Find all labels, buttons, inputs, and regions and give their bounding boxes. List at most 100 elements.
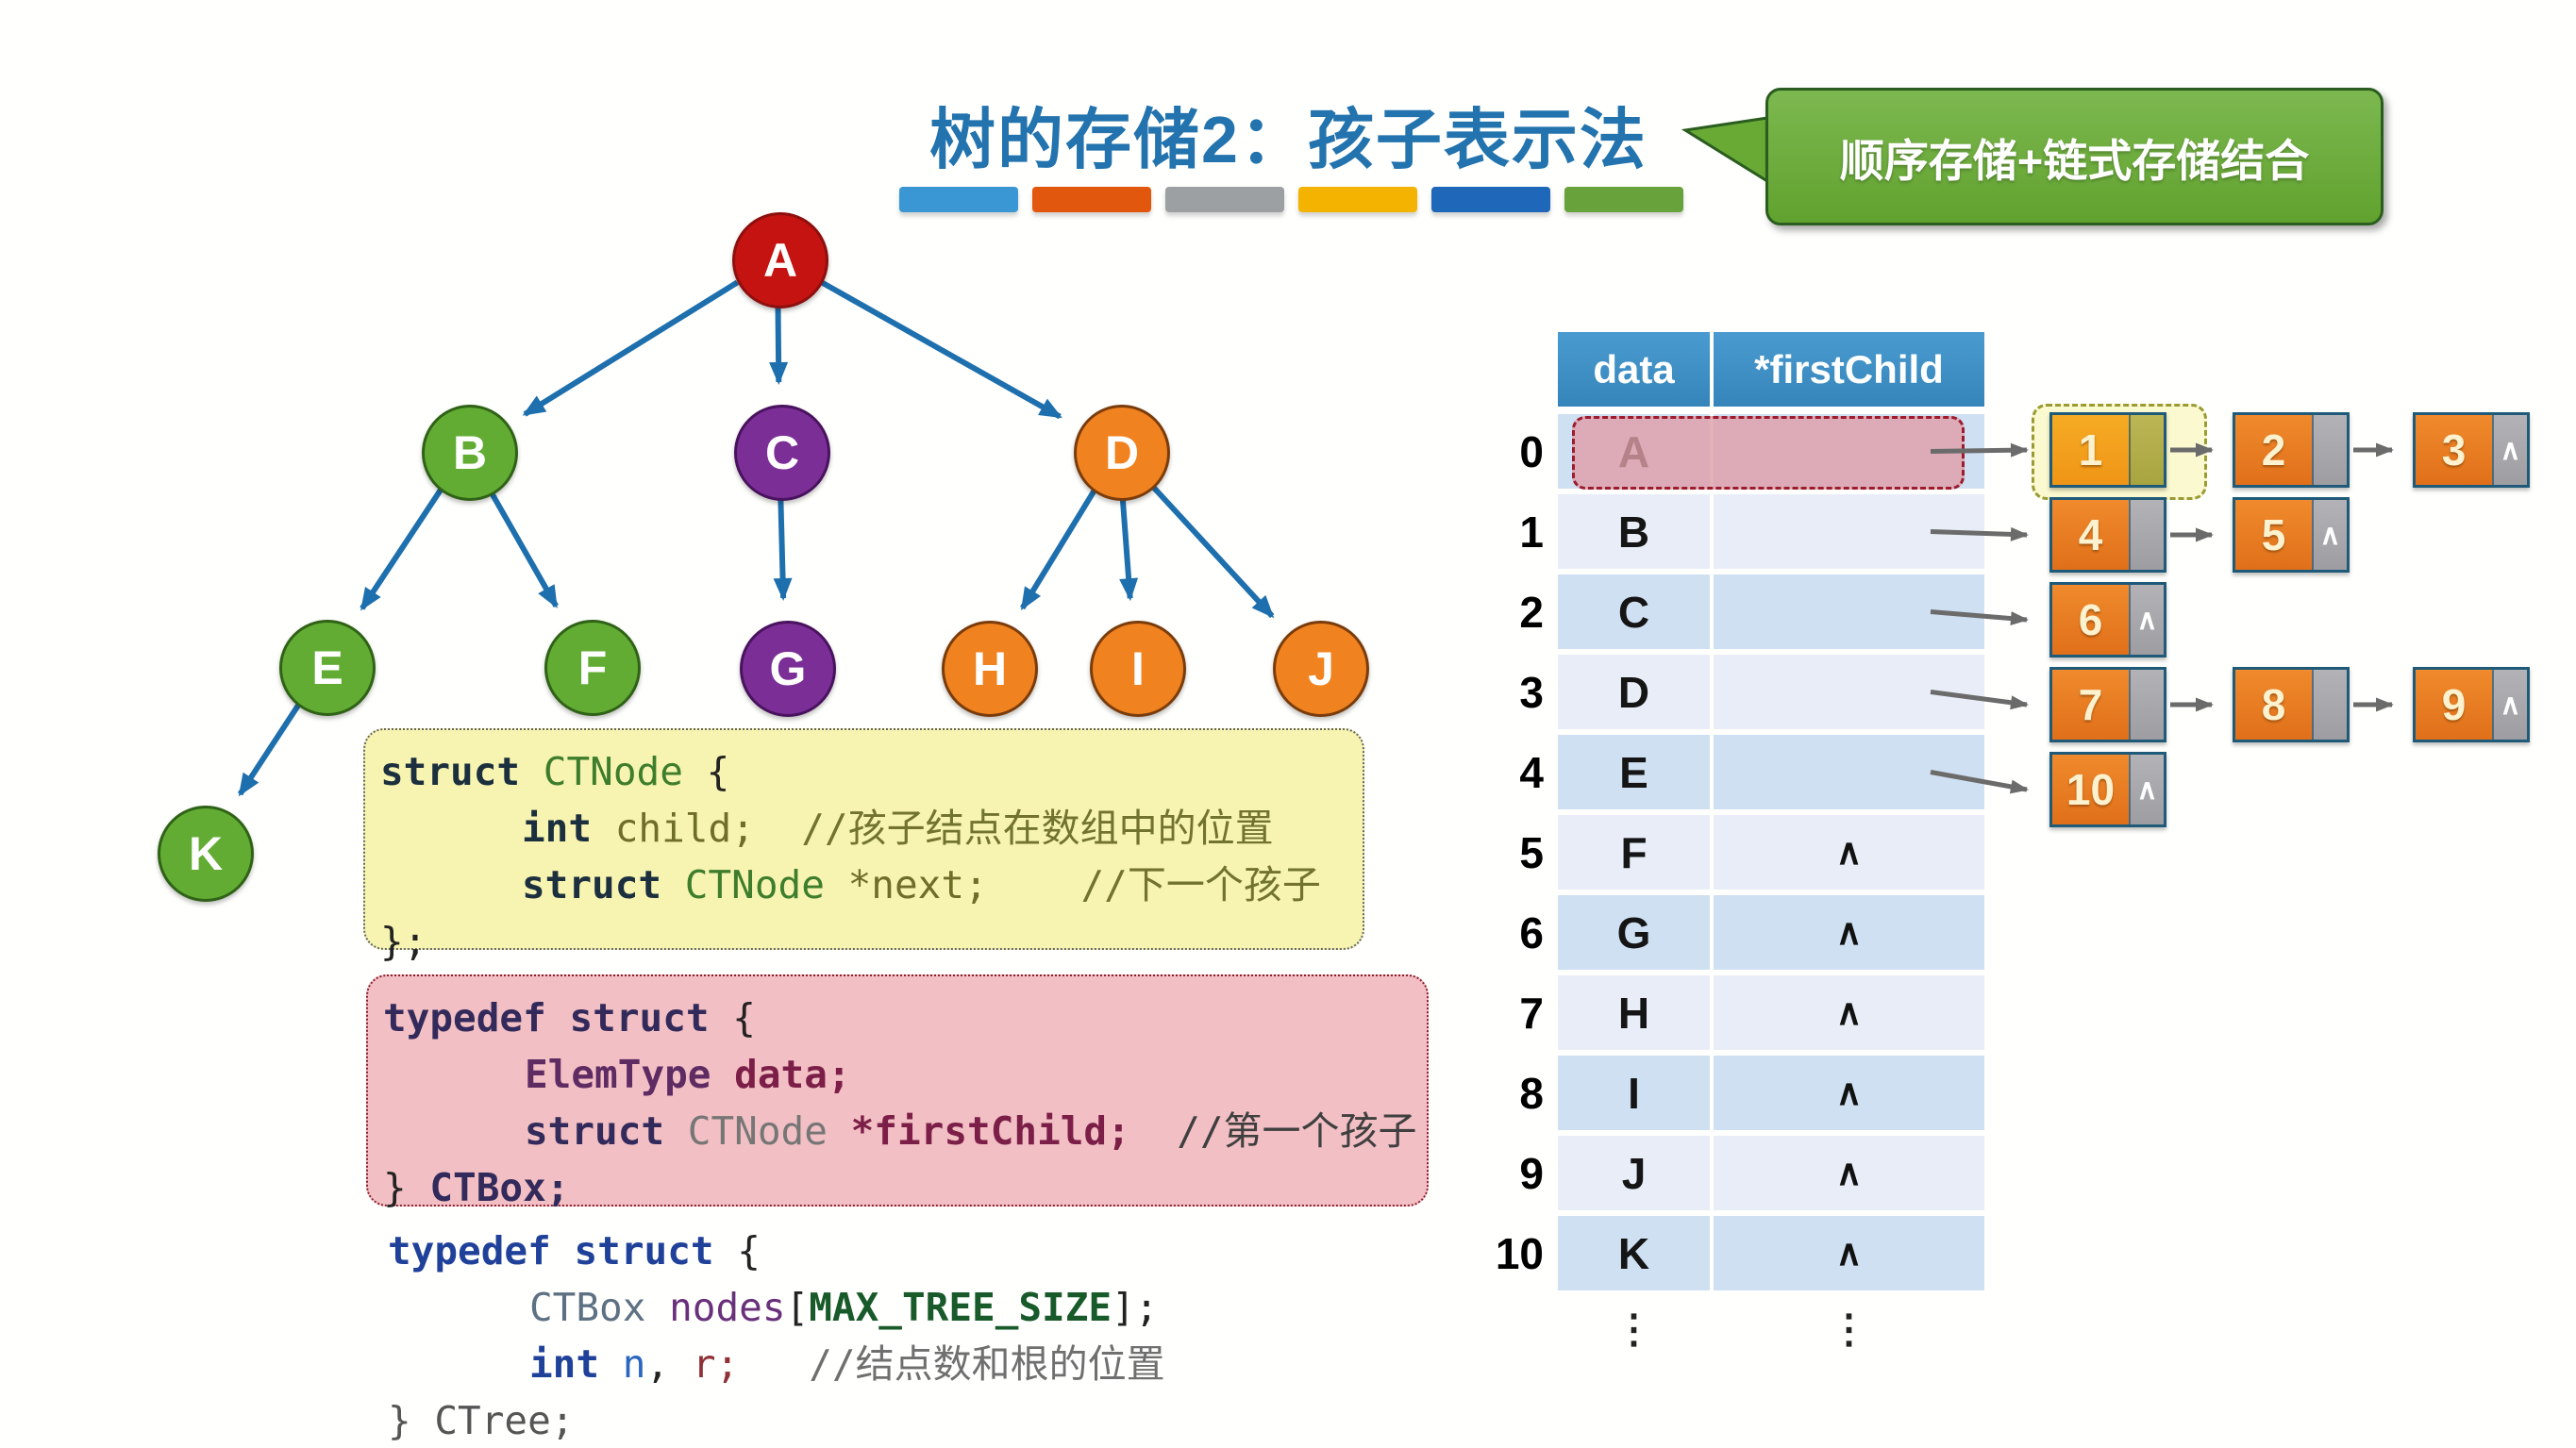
data-cell: C [1558,574,1710,649]
null-caret: ∧ [1835,1154,1863,1193]
data-cell-value: E [1619,747,1648,797]
firstchild-cell: ∧ [1714,1136,1984,1210]
firstchild-cell: ∧ [1714,1056,1984,1130]
list-node-value: 9 [2441,680,2467,729]
list-node: 4 [2049,497,2166,573]
firstchild-cell: ∧ [1714,1216,1984,1290]
tree-node-label: D [1104,426,1140,479]
data-cell: B [1558,494,1710,569]
code-token: struct [525,1108,665,1154]
code-token: data; [734,1052,851,1097]
row-index: 0 [1519,426,1544,476]
list-node-data: 7 [2052,670,2129,740]
data-cell: D [1558,655,1710,729]
code-token [825,862,848,907]
code-token: *firstChild; [850,1108,1130,1154]
list-node: 5∧ [2233,497,2350,573]
code-token: //结点数和根的位置 [809,1341,1165,1387]
code-token: } CTree; [388,1398,575,1443]
code-line: } CTBox; [383,1159,1412,1216]
tree-node-g: G [740,621,836,717]
row-index: 9 [1519,1148,1544,1198]
code-token [739,1341,809,1387]
list-node-data: 10 [2052,755,2129,824]
list-node-data: 1 [2052,415,2129,485]
code-token: struct [380,749,521,794]
table-ellipsis-firstchild: ⋮ [1829,1306,1869,1351]
tree-node-label: F [577,641,608,694]
code-token: r; [692,1341,740,1387]
code-token: CTBox; [429,1165,570,1210]
tree-edge-b-f [488,489,559,609]
list-node-value: 8 [2261,680,2286,729]
data-cell: E [1558,735,1710,809]
data-cell-value: G [1616,907,1651,957]
tree-node-label: A [762,234,798,287]
row-index: 3 [1519,667,1544,717]
null-caret: ∧ [1835,993,1863,1033]
code-line: typedef struct { [383,990,1412,1046]
list-null-caret: ∧ [2500,689,2521,721]
tree-node-label: B [452,426,488,479]
data-cell-value: I [1628,1068,1640,1118]
tree-edge-e-k [237,703,302,797]
code-token: CTNode [687,1108,828,1154]
list-node-next [2129,500,2164,570]
list-node-value: 10 [2066,765,2116,814]
row-index: 8 [1519,1068,1544,1118]
list-node-next: ∧ [2312,500,2347,570]
code-token: //下一个孩子 [1080,862,1321,907]
code-line: int n, r; //结点数和根的位置 [529,1336,1396,1392]
list-null-caret: ∧ [2136,604,2158,636]
callout-text: 顺序存储+链式存储结合 [1839,135,2310,186]
data-cell: F [1558,815,1710,890]
code-token [599,1341,623,1387]
tree-edge-d-j [1148,482,1275,619]
tree-node-label: J [1308,642,1334,695]
data-cell-value: J [1621,1148,1647,1198]
bar-segment [1564,187,1683,212]
bar-segment [1298,187,1417,212]
code-token: { [682,749,730,794]
code-token [988,862,1081,907]
tree-node-f: F [544,620,641,716]
code-token: { [709,995,756,1040]
tree-edge-d-h [1019,489,1097,611]
list-node: 7 [2049,667,2166,742]
tree-node-k: K [158,806,254,902]
data-cell: G [1558,895,1710,970]
column-header-firstchild-label: *firstChild [1754,346,1944,391]
firstchild-cell: ∧ [1714,815,1984,890]
null-caret: ∧ [1835,1234,1863,1273]
code-token: //孩子结点在数组中的位置 [801,806,1274,851]
list-null-caret: ∧ [2136,774,2158,806]
list-node: 2 [2233,412,2350,488]
code-token: } [383,1165,430,1210]
code-block-ctbox: typedef struct {ElemType data;struct CTN… [366,974,1429,1210]
tree-node-a: A [732,212,828,308]
code-token: }; [380,919,427,964]
code-token [645,1285,669,1330]
code-line: typedef struct { [388,1223,1396,1279]
list-node-data: 6 [2052,585,2129,655]
list-node-value: 5 [2261,510,2286,559]
data-cell: J [1558,1136,1710,1210]
bar-segment [1165,187,1284,212]
list-node-next [2129,670,2164,740]
code-token: int [529,1341,600,1387]
code-token: int [522,806,593,851]
code-line: struct CTNode *next; //下一个孩子 [522,857,1347,913]
list-node: 10 ∧ [2049,752,2166,827]
data-cell: K [1558,1216,1710,1290]
data-cell-value: K [1617,1228,1650,1278]
tree-node-label: I [1131,642,1145,695]
data-cell-value: F [1620,827,1648,877]
tree-node-j: J [1273,621,1369,717]
tree-node-label: K [188,827,224,880]
callout-bubble: 顺序存储+链式存储结合 [1765,88,2384,225]
list-node-next: ∧ [2492,415,2527,485]
tree-node-label: C [764,426,800,479]
list-node-value: 6 [2078,595,2103,644]
tree-node-e: E [279,620,376,716]
